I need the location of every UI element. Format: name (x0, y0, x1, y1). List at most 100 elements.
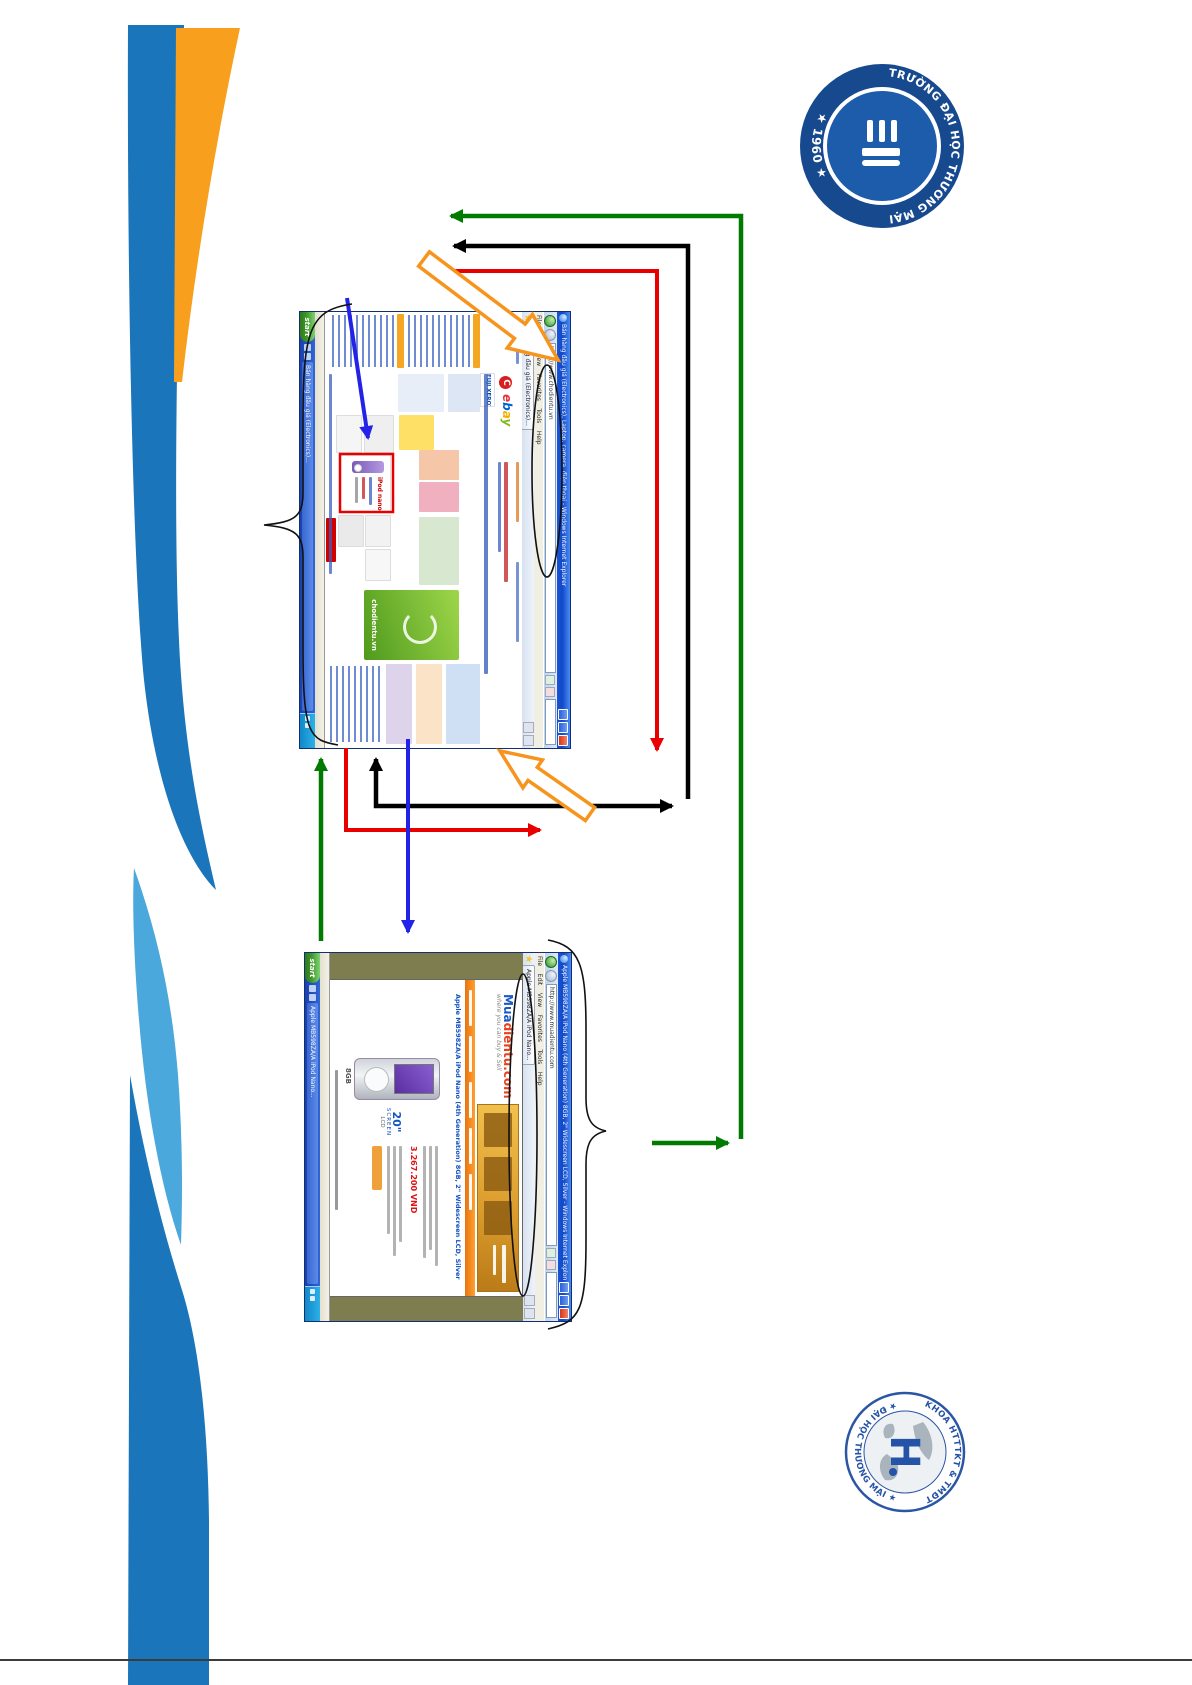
sidebar-links[interactable] (328, 666, 380, 742)
spec-line (387, 1146, 390, 1234)
photo-tile[interactable] (419, 450, 459, 480)
site-nav[interactable] (465, 980, 475, 1296)
window-titlebar[interactable]: Apple MB598ZA/A iPod Nano (4th Generatio… (558, 953, 571, 1321)
ad-tile[interactable] (419, 517, 459, 585)
forward-button[interactable] (544, 329, 557, 341)
footer-links[interactable] (329, 374, 332, 574)
address-bar[interactable]: http://www.chodientu.vn (545, 343, 556, 673)
notice-text (498, 462, 501, 552)
spec-line (399, 1146, 402, 1242)
back-button[interactable] (544, 315, 557, 327)
university-logo: TRƯỜNG ĐẠI HỌC THƯƠNG MẠI ★ 1960 ★ (798, 62, 966, 230)
refresh-icon[interactable] (545, 675, 556, 685)
ad-tile[interactable] (416, 664, 442, 744)
address-bar[interactable]: http://www.muadientu.com (546, 984, 557, 1246)
text-line (362, 477, 365, 499)
blue-swoosh-bottom (128, 1075, 209, 1685)
ad-tile[interactable] (386, 664, 412, 744)
close-button[interactable] (559, 1308, 570, 1319)
footer-line (0, 1659, 1192, 1661)
quick-launch-icon[interactable] (304, 344, 311, 351)
text-line (355, 477, 358, 503)
ad-tile[interactable] (446, 664, 480, 744)
footer-links[interactable] (335, 1070, 338, 1210)
maximize-button[interactable] (558, 722, 569, 733)
ad-tile[interactable] (398, 374, 444, 412)
product-tile[interactable] (364, 415, 394, 453)
start-button[interactable]: start (300, 312, 315, 342)
print-icon[interactable] (524, 1308, 535, 1319)
quick-launch-icon[interactable] (309, 994, 316, 1001)
category-links[interactable] (330, 315, 394, 367)
product-card: Muadientu.com where you can buy & Sell (330, 979, 523, 1297)
forward-button[interactable] (545, 970, 558, 982)
taskbar[interactable]: start Apple MB598ZA/A iPod Nano... (305, 953, 320, 1321)
quick-launch-icon[interactable] (304, 353, 311, 360)
faculty-monogram: H (881, 1435, 927, 1468)
browser-tab[interactable]: Bán hàng đấu giá (Electronics)... (522, 324, 534, 430)
status-bar (320, 953, 330, 1321)
taskbar-app-button[interactable]: Apple MB598ZA/A iPod Nano... (307, 1003, 318, 1284)
buy-button[interactable] (372, 1146, 382, 1190)
ebay-logo[interactable]: ebay (500, 394, 514, 427)
highlighted-product-card[interactable]: iPod nano (339, 455, 391, 512)
spec-line (435, 1146, 438, 1266)
ie-icon (559, 314, 568, 322)
category-links[interactable] (408, 315, 470, 367)
product-tile[interactable] (336, 415, 362, 453)
nav-links[interactable] (484, 374, 488, 674)
photo-tile[interactable] (419, 482, 459, 512)
system-tray (300, 713, 315, 748)
stop-icon[interactable] (546, 1260, 557, 1270)
menu-bar[interactable]: File Edit View Favorites Tools Help (535, 953, 545, 1321)
ie-icon (560, 955, 569, 963)
text-line (369, 477, 372, 505)
taskbar-app-button[interactable]: Bán hàng đấu giá (Electronics)... (302, 362, 313, 711)
browser-tab[interactable]: Apple MB598ZA/A iPod Nano... (523, 965, 535, 1065)
search-box[interactable] (545, 699, 556, 745)
print-icon[interactable] (523, 735, 534, 746)
text-line (516, 562, 519, 642)
ad-tile[interactable] (399, 415, 434, 450)
stop-icon[interactable] (545, 687, 556, 697)
navigation-bar: http://www.chodientu.vn (544, 312, 557, 748)
ad-tile[interactable] (448, 374, 480, 412)
taskbar[interactable]: start Bán hàng đấu giá (Electronics)... (300, 312, 315, 748)
product-image[interactable] (354, 1058, 440, 1100)
muadientu-logo[interactable]: Muadientu.com where you can buy & Sell (495, 994, 515, 1099)
menu-bar[interactable]: File Edit View Favorites Tools Help (534, 312, 544, 748)
favorites-star-icon[interactable] (524, 314, 532, 322)
chodientu-green-banner[interactable]: chodientu.vn (364, 590, 459, 660)
faculty-logo: H KHOA HTTTKT & TMĐT ★ ĐẠI HỌC THƯƠNG MẠ… (843, 1390, 967, 1514)
search-box[interactable] (546, 1272, 557, 1318)
product-name[interactable]: iPod nano (376, 477, 383, 511)
start-button[interactable]: start (305, 953, 320, 983)
quick-launch-icon[interactable] (309, 985, 316, 992)
ad-banner[interactable] (477, 1104, 519, 1292)
favorites-star-icon[interactable] (525, 955, 533, 963)
tab-strip: Bán hàng đấu giá (Electronics)... (522, 312, 534, 748)
maximize-button[interactable] (559, 1295, 570, 1306)
ipod-screen (394, 1064, 434, 1094)
chodientu-page: C ebay FUJI XEROX (325, 312, 522, 748)
back-button[interactable] (545, 956, 558, 968)
chodientu-logo[interactable]: C (499, 376, 512, 389)
close-button[interactable] (558, 735, 569, 746)
blue-swoosh-light (133, 868, 182, 1245)
home-icon[interactable] (524, 1295, 535, 1306)
product-tile[interactable] (365, 549, 391, 581)
system-tray (305, 1286, 320, 1321)
refresh-icon[interactable] (546, 1248, 557, 1258)
minimize-button[interactable] (558, 709, 569, 720)
minimize-button[interactable] (559, 1282, 570, 1293)
banner-text: chodientu.vn (370, 599, 378, 651)
spec-line (429, 1146, 432, 1250)
home-icon[interactable] (523, 722, 534, 733)
window-titlebar[interactable]: Bán hàng đấu giá (Electronics), Laptop, … (557, 312, 570, 748)
leaf-swirl-icon (403, 610, 437, 644)
capacity-label: 8GB (344, 1068, 352, 1084)
product-tile[interactable] (338, 515, 364, 547)
product-tile[interactable] (365, 515, 391, 547)
